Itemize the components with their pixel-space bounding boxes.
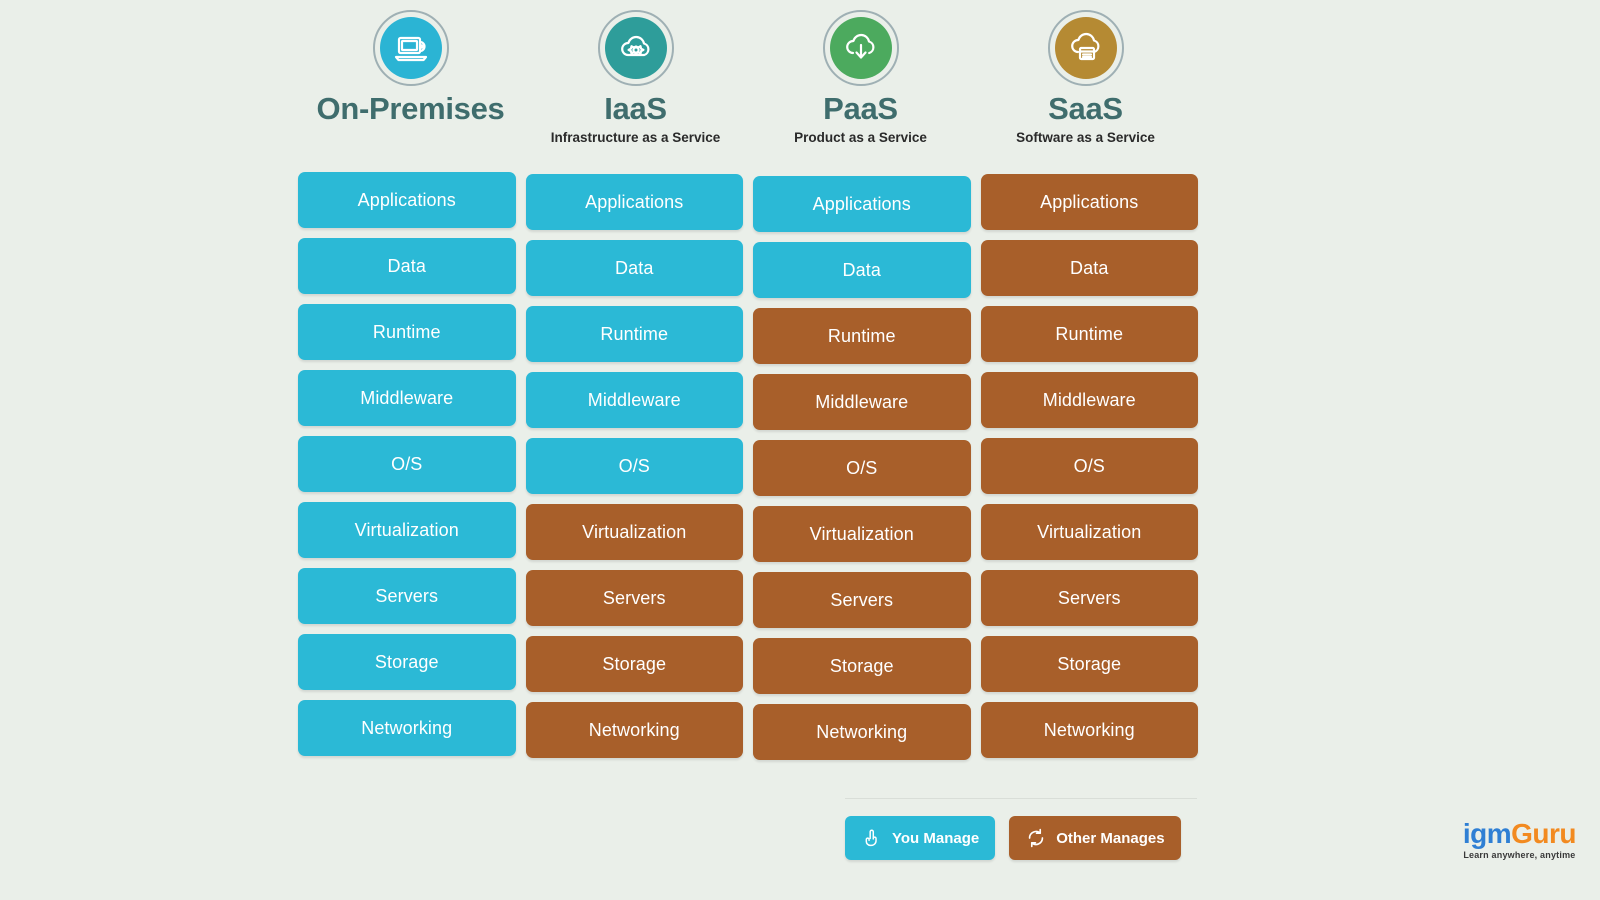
column-title: PaaS xyxy=(823,91,898,126)
legend-chip-you[interactable]: You Manage xyxy=(845,816,996,860)
hand-pointer-icon xyxy=(861,827,883,849)
layer-box-o-s: O/S xyxy=(753,440,971,496)
layer-box-runtime: Runtime xyxy=(298,304,516,360)
column-subtitle: Infrastructure as a Service xyxy=(550,130,721,146)
layer-box-virtualization: Virtualization xyxy=(298,502,516,558)
column-headers: On-Premises IaaS Infrastructure as a Servi… xyxy=(298,10,1198,165)
legend-label: Other Manages xyxy=(1056,829,1165,847)
layer-box-applications: Applications xyxy=(298,172,516,228)
column-title: SaaS xyxy=(1048,91,1123,126)
layer-box-middleware: Middleware xyxy=(980,372,1198,428)
layer-box-virtualization: Virtualization xyxy=(525,504,743,560)
layer-box-networking: Networking xyxy=(980,702,1198,758)
layer-box-runtime: Runtime xyxy=(980,306,1198,362)
icon-ring xyxy=(822,10,899,86)
layer-box-middleware: Middleware xyxy=(753,374,971,430)
layer-box-storage: Storage xyxy=(753,638,971,694)
column-title: IaaS xyxy=(604,91,667,126)
column-subtitle: Product as a Service xyxy=(794,130,927,146)
layer-box-middleware: Middleware xyxy=(525,372,743,428)
column-title: On-Premises xyxy=(316,91,505,126)
cloud-gear-icon xyxy=(604,17,667,79)
layer-box-applications: Applications xyxy=(525,174,743,230)
icon-ring xyxy=(1047,10,1124,86)
layer-box-o-s: O/S xyxy=(298,436,516,492)
layer-box-servers: Servers xyxy=(298,568,516,624)
layer-box-virtualization: Virtualization xyxy=(753,506,971,562)
column-header-iaas: IaaS Infrastructure as a Service xyxy=(523,10,748,165)
layer-box-data: Data xyxy=(753,242,971,298)
layer-box-runtime: Runtime xyxy=(753,308,971,364)
legend-label: You Manage xyxy=(892,829,980,847)
logo-wordmark: igmGuru xyxy=(1462,818,1577,849)
layer-box-middleware: Middleware xyxy=(298,370,516,426)
layer-box-networking: Networking xyxy=(525,702,743,758)
layer-box-data: Data xyxy=(298,238,516,294)
cloud-download-icon xyxy=(829,17,892,79)
column-header-on-premises: On-Premises xyxy=(298,10,523,165)
column-header-paas: PaaS Product as a Service xyxy=(748,10,973,165)
layer-box-storage: Storage xyxy=(525,636,743,692)
layer-box-data: Data xyxy=(525,240,743,296)
layer-box-storage: Storage xyxy=(298,634,516,690)
layer-box-servers: Servers xyxy=(753,572,971,628)
logo-text-guru: Guru xyxy=(1511,818,1576,849)
layer-box-applications: Applications xyxy=(753,176,971,232)
layer-box-servers: Servers xyxy=(525,570,743,626)
column-subtitle: Software as a Service xyxy=(1016,130,1155,146)
layer-box-networking: Networking xyxy=(753,704,971,760)
cloud-window-icon xyxy=(1054,17,1117,79)
laptop-disc-icon xyxy=(379,17,442,79)
icon-ring xyxy=(597,10,674,86)
logo-text-igm: igm xyxy=(1462,818,1512,849)
igmguru-logo: igmGuru Learn anywhere, anytime xyxy=(1462,818,1577,860)
layer-box-servers: Servers xyxy=(980,570,1198,626)
logo-tagline: Learn anywhere, anytime xyxy=(1463,850,1576,860)
column-header-saas: SaaS Software as a Service xyxy=(973,10,1198,165)
icon-ring xyxy=(372,10,449,86)
legend-chip-other[interactable]: Other Manages xyxy=(1009,816,1181,860)
layer-box-runtime: Runtime xyxy=(525,306,743,362)
layer-box-o-s: O/S xyxy=(980,438,1198,494)
refresh-circle-icon xyxy=(1025,827,1047,849)
legend: You Manage Other Manages xyxy=(845,816,1181,860)
layer-box-virtualization: Virtualization xyxy=(980,504,1198,560)
layer-box-data: Data xyxy=(980,240,1198,296)
legend-divider xyxy=(845,798,1197,799)
layer-box-networking: Networking xyxy=(298,700,516,756)
layer-box-applications: Applications xyxy=(980,174,1198,230)
layer-box-o-s: O/S xyxy=(525,438,743,494)
layer-box-storage: Storage xyxy=(980,636,1198,692)
